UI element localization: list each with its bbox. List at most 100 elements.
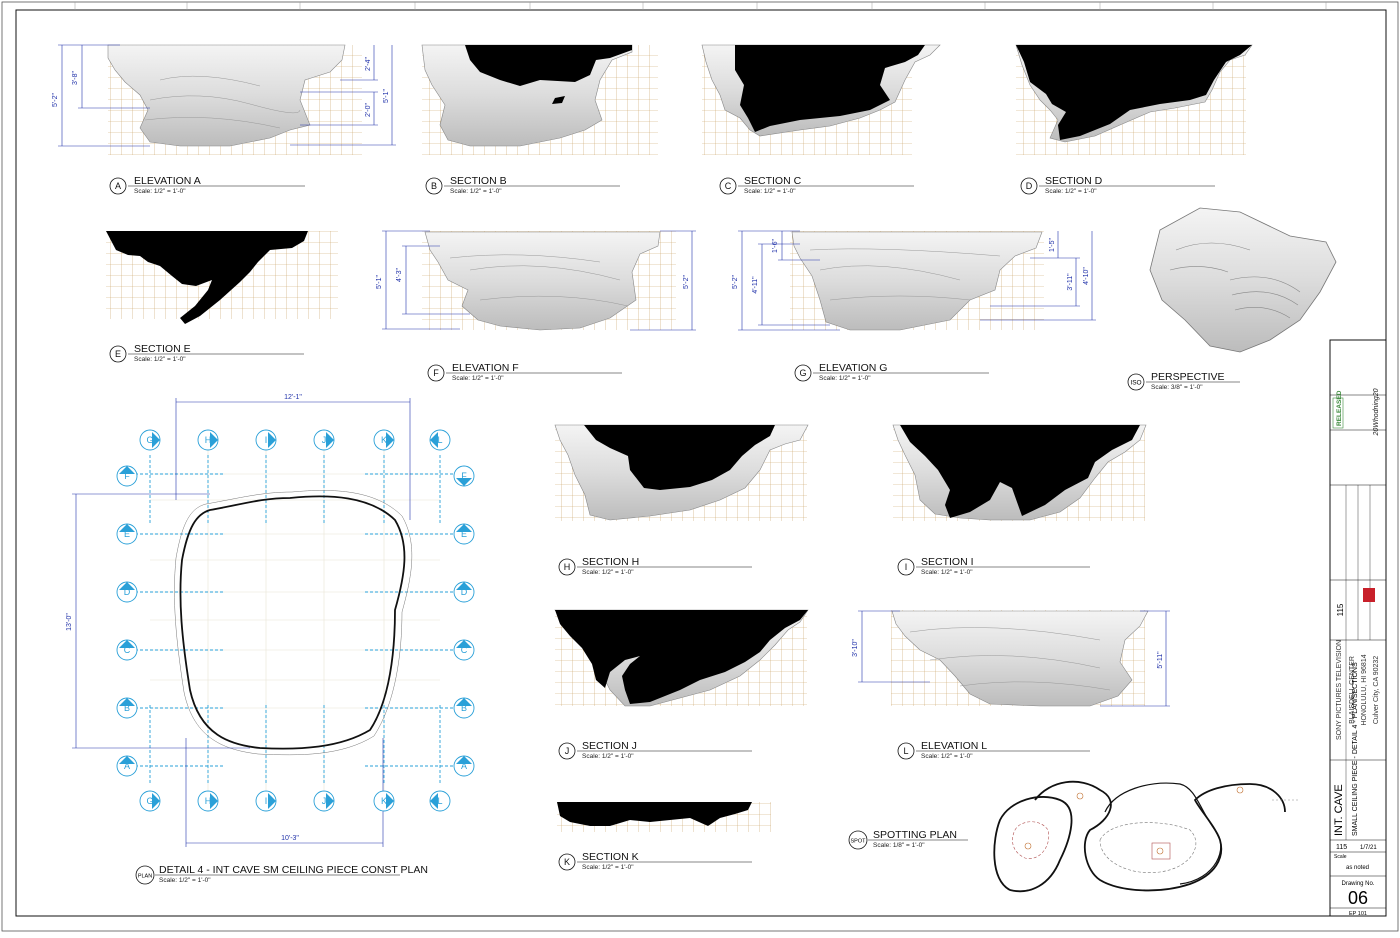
key-label: G <box>146 435 153 445</box>
key-bottom-j: J <box>313 790 335 812</box>
key-right-f: F <box>453 465 475 487</box>
view-scale-i: Scale: 1/2" = 1'-0" <box>921 569 973 576</box>
view-tag-k: K <box>564 857 570 867</box>
key-top-i: I <box>255 429 277 451</box>
key-left-a: A <box>116 755 138 777</box>
key-label: F <box>461 471 467 481</box>
view-label-j: J SECTION J Scale: 1/2" = 1'-0" <box>558 740 752 760</box>
project-name: INT. CAVE <box>1333 784 1345 836</box>
key-label: G <box>146 796 153 806</box>
scale-label: Scale <box>1334 854 1347 860</box>
elevation-a-drawing: 5'-2" 3'-8" 2'-4" 5'-1" 2'-0" <box>52 44 396 155</box>
sheet-title: SMALL CEILING PIECE - DETAIL 4 - PLAN/SE… <box>1352 662 1359 836</box>
key-label: A <box>124 761 130 771</box>
key-bottom-k: K <box>373 790 395 812</box>
key-label: H <box>205 435 212 445</box>
view-title-l: ELEVATION L <box>921 740 987 752</box>
view-label-d: D SECTION D Scale: 1/2" = 1'-0" <box>1020 175 1215 195</box>
view-label-spot: SPOT SPOTTING PLAN Scale: 1/8" = 1'-0" <box>848 829 968 850</box>
view-title-g: ELEVATION G <box>819 362 887 374</box>
dim-l-right: 5'-11" <box>1157 651 1164 669</box>
view-scale-l: Scale: 1/2" = 1'-0" <box>921 753 973 760</box>
view-scale-b: Scale: 1/2" = 1'-0" <box>450 188 502 195</box>
key-label: E <box>124 529 130 539</box>
dim-f-right: 5'-2" <box>683 275 690 289</box>
view-label-g: G ELEVATION G Scale: 1/2" = 1'-0" <box>794 362 989 382</box>
key-label: F <box>124 471 130 481</box>
set-number: 115 <box>1336 844 1347 851</box>
released-stamp: RELEASED <box>1336 390 1343 426</box>
key-label: D <box>124 587 131 597</box>
dim-plan-top: 12'-1" <box>284 394 302 401</box>
dim-g-right-top: 1'-5" <box>1049 238 1056 252</box>
key-left-c: C <box>116 639 138 661</box>
view-tag-d: D <box>1026 181 1033 191</box>
signature: 20Whodning20 <box>1373 388 1380 436</box>
view-tag-e: E <box>115 349 121 359</box>
view-label-a: A ELEVATION A Scale: 1/2" = 1'-0" <box>109 175 305 195</box>
dim-g-right: 4'-10" <box>1083 267 1090 285</box>
key-left-d: D <box>116 581 138 603</box>
plan-drawing: 12'-1" 10'-3" 13'-0" <box>66 394 455 847</box>
dim-g-right-mid: 3'-11" <box>1067 273 1074 291</box>
key-bottom-g: G <box>139 790 161 812</box>
spotting-plan-drawing <box>993 780 1300 893</box>
view-title-h: SECTION H <box>582 556 639 568</box>
sheet-date: 1/7/21 <box>1360 845 1377 851</box>
view-title-d: SECTION D <box>1045 175 1103 187</box>
perspective-drawing <box>1149 207 1337 353</box>
key-label: L <box>437 796 442 806</box>
view-tag-iso: ISO <box>1130 380 1141 387</box>
key-bottom-i: I <box>255 790 277 812</box>
view-tag-plan: PLAN <box>138 874 152 880</box>
view-tag-j: J <box>565 746 570 756</box>
dim-a-left-inner: 3'-8" <box>72 71 79 85</box>
view-label-c: C SECTION C Scale: 1/2" = 1'-0" <box>719 175 914 195</box>
view-tag-a: A <box>115 181 121 191</box>
dim-g-top: 1'-6" <box>772 239 779 253</box>
view-scale-f: Scale: 1/2" = 1'-0" <box>452 375 504 382</box>
key-top-g: G <box>139 429 161 451</box>
section-c-drawing <box>701 44 941 155</box>
view-title-a: ELEVATION A <box>134 175 201 187</box>
view-scale-a: Scale: 1/2" = 1'-0" <box>134 188 186 195</box>
section-i-drawing <box>892 424 1147 521</box>
dim-a-right-top: 2'-4" <box>365 57 372 71</box>
dim-plan-bottom: 10'-3" <box>281 835 299 842</box>
view-title-c: SECTION C <box>744 175 802 187</box>
section-h-drawing <box>554 424 809 521</box>
view-scale-j: Scale: 1/2" = 1'-0" <box>582 753 634 760</box>
scale-value: as noted <box>1346 865 1369 871</box>
view-title-spot: SPOTTING PLAN <box>873 829 957 841</box>
key-label: B <box>124 703 130 713</box>
title-block: RELEASED 20Whodning20 SONY PICTURES TELE… <box>1329 339 1387 917</box>
view-label-i: I SECTION I Scale: 1/2" = 1'-0" <box>897 556 1090 576</box>
dim-g-left-inner: 4'-11" <box>752 276 759 294</box>
dim-g-left: 5'-2" <box>732 275 739 289</box>
elevation-f-drawing: 5'-1" 4'-3" 5'-2" <box>376 230 696 331</box>
elevation-l-drawing: 3'-10" 5'-11" <box>852 610 1170 707</box>
key-right-c: C <box>453 639 475 661</box>
key-label: L <box>437 435 442 445</box>
view-scale-g: Scale: 1/2" = 1'-0" <box>819 375 871 382</box>
section-j-drawing <box>554 609 809 707</box>
view-tag-spot: SPOT <box>851 839 867 845</box>
border-ticks <box>74 2 1327 10</box>
view-label-l: L ELEVATION L Scale: 1/2" = 1'-0" <box>897 740 1090 760</box>
key-top-l: L <box>429 429 451 451</box>
elevation-g-drawing: 5'-2" 4'-11" 1'-6" 1'-5" 3'-11" 4'-10" <box>732 230 1096 331</box>
key-label: H <box>205 796 212 806</box>
dim-f-left-inner: 4'-3" <box>396 268 403 282</box>
view-title-k: SECTION K <box>582 851 639 863</box>
dim-f-left: 5'-1" <box>376 275 383 289</box>
view-scale-plan: Scale: 1/2" = 1'-0" <box>159 877 211 884</box>
key-label: C <box>461 645 468 655</box>
key-right-b: B <box>453 697 475 719</box>
view-tag-g: G <box>799 368 806 378</box>
lot-address: Culver City, CA 90232 <box>1373 656 1380 724</box>
section-k-drawing <box>557 802 771 832</box>
view-scale-c: Scale: 1/2" = 1'-0" <box>744 188 796 195</box>
key-right-e: E <box>453 523 475 545</box>
